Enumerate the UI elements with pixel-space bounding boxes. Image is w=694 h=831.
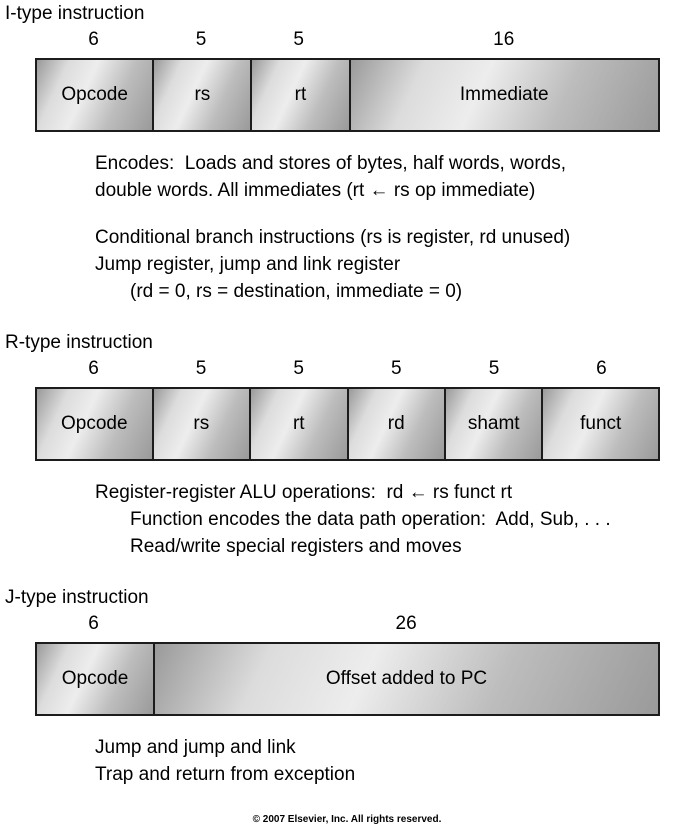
note-paragraph: Register-register ALU operations: rd ← r…: [95, 479, 686, 560]
field-offset-added-to-pc: Offset added to PC: [155, 644, 658, 714]
bit-widths-row: 6 5 5 5 5 6: [35, 357, 660, 381]
field-opcode: Opcode: [37, 644, 156, 714]
field-label-rs: rs: [193, 413, 210, 434]
bit-width-label-offset-added-to-pc: 26: [395, 613, 417, 634]
fields-row: Opcode rs rt Immediate: [35, 58, 660, 132]
field-opcode: Opcode: [37, 60, 155, 130]
field-shamt: shamt: [445, 389, 544, 459]
bit-width-label-funct: 6: [596, 358, 607, 379]
bit-widths-row: 6 5 5 16: [35, 28, 660, 52]
bit-width-label-immediate: 16: [493, 29, 515, 50]
format-title: J-type instruction: [5, 587, 149, 608]
note-line: Encodes: Loads and stores of bytes, half…: [95, 153, 567, 174]
field-label-offset-added-to-pc: Offset added to PC: [325, 668, 488, 689]
field-label-rt: rt: [292, 413, 305, 434]
note-line: Jump and jump and link: [95, 737, 296, 758]
bit-width-label-rt: 5: [293, 358, 304, 379]
field-rt: rt: [252, 60, 351, 130]
field-rs: rs: [154, 60, 253, 130]
field-opcode: Opcode: [37, 389, 154, 459]
bit-width-label-shamt: 5: [488, 358, 500, 379]
field-label-shamt: shamt: [467, 413, 520, 434]
field-rd: rd: [348, 389, 446, 459]
field-funct: funct: [543, 389, 658, 459]
bit-width-label-rs: 5: [195, 29, 207, 50]
bit-width-label-opcode: 6: [88, 613, 99, 634]
note-line: Trap and return from exception: [95, 764, 356, 785]
field-label-rd: rd: [387, 413, 405, 434]
note-line: Function encodes the data path operation…: [130, 509, 611, 530]
field-label-opcode: Opcode: [61, 668, 129, 689]
field-immediate: Immediate: [350, 60, 658, 130]
bit-width-label-opcode: 6: [88, 29, 99, 50]
format-notes: Register-register ALU operations: rd ← r…: [95, 479, 686, 560]
note-paragraph: Encodes: Loads and stores of bytes, half…: [95, 150, 686, 204]
note-line: Conditional branch instructions (rs is r…: [95, 227, 571, 248]
format-notes: Encodes: Loads and stores of bytes, half…: [95, 150, 686, 305]
note-line: (rd = 0, rs = destination, immediate = 0…: [130, 281, 463, 302]
field-label-funct: funct: [580, 413, 622, 434]
bit-width-label-rd: 5: [391, 358, 402, 379]
bit-width-label-opcode: 6: [88, 358, 99, 379]
note-line: Read/write special registers and moves: [130, 536, 462, 557]
note-line: Jump register, jump and link register: [95, 254, 401, 275]
bit-width-label-rt: 5: [293, 29, 304, 50]
note-line: Register-register ALU operations: rd ← r…: [95, 482, 513, 503]
fields-row: Opcode rs rt rd shamt funct: [35, 387, 660, 461]
bit-width-label-rs: 5: [195, 358, 207, 379]
format-title: I-type instruction: [5, 3, 145, 24]
field-label-rt: rt: [294, 84, 307, 105]
field-label-immediate: Immediate: [459, 84, 549, 105]
field-label-opcode: Opcode: [61, 413, 128, 434]
format-title: R-type instruction: [5, 332, 153, 353]
bit-widths-row: 6 26: [35, 612, 660, 636]
field-label-opcode: Opcode: [61, 84, 128, 105]
note-line: double words. All immediates (rt ← rs op…: [95, 180, 536, 201]
field-label-rs: rs: [194, 84, 211, 105]
note-paragraph: Conditional branch instructions (rs is r…: [95, 224, 686, 305]
field-rs: rs: [153, 389, 252, 459]
field-rt: rt: [251, 389, 349, 459]
fields-row: Opcode Offset added to PC: [35, 642, 660, 716]
